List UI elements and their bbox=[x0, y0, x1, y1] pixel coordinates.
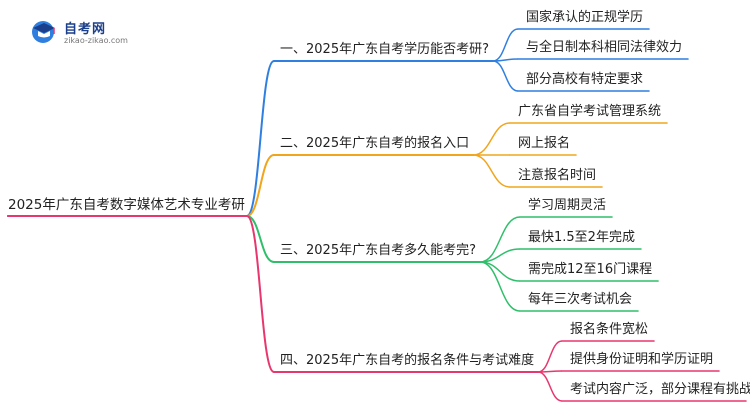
leaf-2-1-connector bbox=[473, 122, 511, 156]
leaf-3-1: 学习周期灵活 bbox=[528, 198, 607, 213]
leaf-1-1-connector bbox=[492, 28, 519, 62]
leaf-3-1-connector bbox=[479, 216, 521, 263]
leaf-1-2: 与全日制本科相同法律效力 bbox=[526, 40, 683, 55]
leaf-4-1: 报名条件宽松 bbox=[570, 322, 649, 337]
leaf-4-1-connector bbox=[537, 340, 563, 373]
leaf-3-2: 最快1.5至2年完成 bbox=[528, 230, 635, 245]
leaf-3-3-connector bbox=[479, 261, 521, 282]
branch-3-label: 三、2025年广东自考多久能考完? bbox=[280, 243, 476, 258]
branch-1-connector bbox=[245, 60, 275, 217]
leaf-2-3: 注意报名时间 bbox=[518, 168, 597, 183]
leaf-2-2: 网上报名 bbox=[518, 136, 571, 151]
leaf-2-1: 广东省自学考试管理系统 bbox=[518, 104, 662, 119]
leaf-1-3-connector bbox=[492, 60, 519, 92]
logo-url: zikao-zikao.com bbox=[64, 36, 128, 45]
leaf-4-2: 提供身份证明和学历证明 bbox=[570, 352, 714, 367]
root-topic: 2025年广东自考数字媒体艺术专业考研 bbox=[8, 197, 245, 213]
leaf-3-3: 需完成12至16门课程 bbox=[528, 262, 653, 277]
branch-4-connector bbox=[245, 215, 275, 373]
leaf-2-3-connector bbox=[473, 154, 511, 188]
logo-title: 自考网 bbox=[64, 22, 107, 37]
leaf-3-4: 每年三次考试机会 bbox=[528, 292, 633, 307]
graduation-cap-icon bbox=[32, 21, 55, 43]
leaf-1-1: 国家承认的正规学历 bbox=[526, 10, 644, 25]
branch-3-connector bbox=[246, 215, 275, 263]
leaf-4-3-connector bbox=[537, 371, 563, 402]
leaf-1-3: 部分高校有特定要求 bbox=[526, 72, 644, 87]
leaf-4-3: 考试内容广泛，部分课程有挑战性 bbox=[570, 382, 750, 397]
leaf-3-4-connector bbox=[479, 261, 521, 312]
branch-2-label: 二、2025年广东自考的报名入口 bbox=[280, 136, 470, 151]
site-logo: 自考网 zikao-zikao.com bbox=[30, 16, 140, 48]
branch-1-label: 一、2025年广东自考学历能否考研? bbox=[280, 42, 489, 57]
branch-2-connector bbox=[246, 154, 275, 217]
branch-4-label: 四、2025年广东自考的报名条件与考试难度 bbox=[280, 353, 535, 368]
